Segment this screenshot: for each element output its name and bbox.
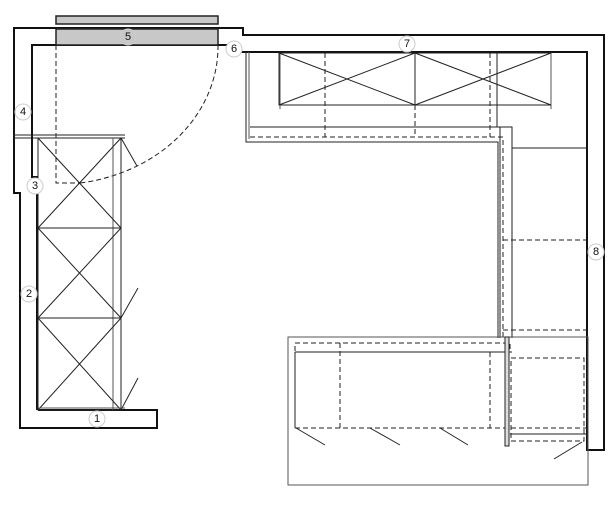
label-text: 6 bbox=[231, 43, 237, 55]
label-6: 6 bbox=[225, 40, 243, 58]
door-swing bbox=[55, 44, 219, 184]
top-cabinets bbox=[245, 52, 587, 338]
label-4: 4 bbox=[14, 103, 32, 121]
label-3: 3 bbox=[26, 177, 44, 195]
label-text: 8 bbox=[593, 246, 599, 258]
label-text: 5 bbox=[125, 31, 131, 43]
label-7: 7 bbox=[398, 35, 416, 53]
label-text: 1 bbox=[94, 413, 100, 425]
label-text: 2 bbox=[26, 288, 32, 300]
label-5: 5 bbox=[119, 28, 137, 46]
label-2: 2 bbox=[20, 285, 38, 303]
window bbox=[55, 15, 219, 46]
label-8: 8 bbox=[587, 243, 605, 261]
left-cabinets bbox=[13, 134, 139, 411]
bottom-cabinets bbox=[287, 336, 589, 486]
label-text: 4 bbox=[20, 106, 26, 118]
label-text: 3 bbox=[32, 180, 38, 192]
label-1: 1 bbox=[88, 410, 106, 428]
label-text: 7 bbox=[404, 38, 410, 50]
